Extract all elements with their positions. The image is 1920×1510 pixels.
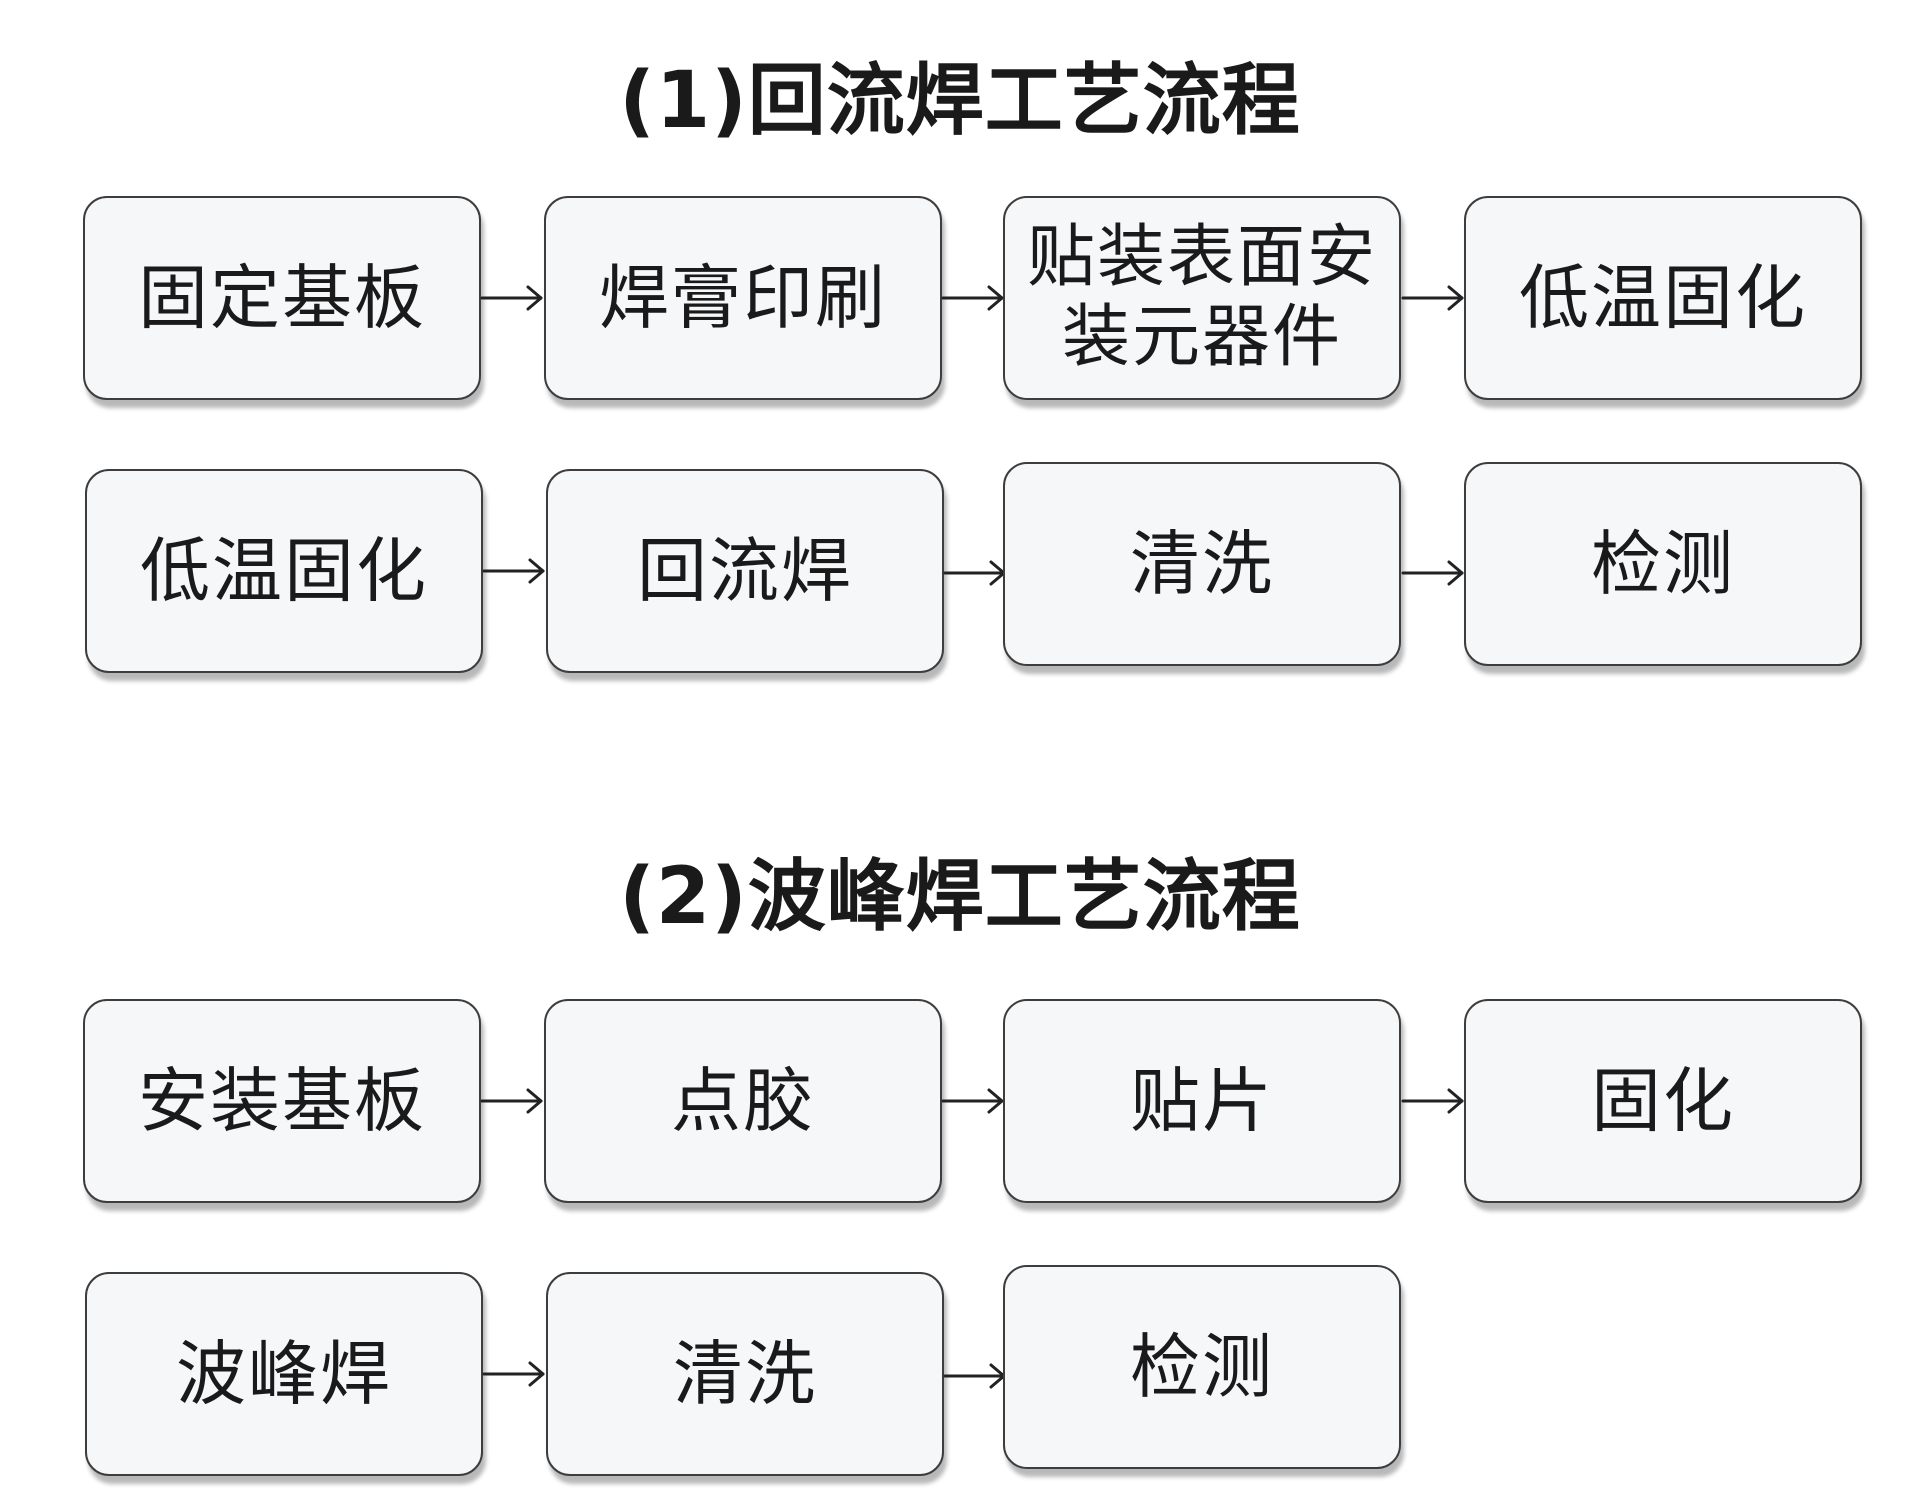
- arrow-right-icon: [1401, 1088, 1464, 1114]
- step-label: 检测: [1591, 522, 1735, 605]
- step-fix-substrate: 固定基板: [83, 196, 481, 400]
- step-label: 固化: [1591, 1059, 1735, 1142]
- step-inspection: 检测: [1464, 462, 1862, 666]
- step-label: 固定基板: [138, 256, 426, 339]
- arrow-right-icon: [941, 285, 1004, 311]
- reflow-process-title: (1)回流焊工艺流程: [619, 56, 1301, 146]
- step-label: 焊膏印刷: [599, 256, 887, 339]
- arrow-right-icon: [1401, 560, 1464, 586]
- step-label: 低温固化: [1519, 256, 1807, 339]
- step-mount-smd-components: 贴装表面安装元器件: [1003, 196, 1401, 400]
- step-label: 安装基板: [138, 1059, 426, 1142]
- wave-solder-process-title: (2)波峰焊工艺流程: [619, 852, 1301, 942]
- step-solder-paste-printing: 焊膏印刷: [544, 196, 942, 400]
- step-label: 贴片: [1130, 1059, 1274, 1142]
- arrow-right-icon: [480, 285, 543, 311]
- arrow-right-icon: [943, 560, 1006, 586]
- arrow-right-icon: [482, 1361, 545, 1387]
- step-cleaning: 清洗: [1003, 462, 1401, 666]
- arrow-right-icon: [943, 1363, 1006, 1389]
- step-low-temp-curing: 低温固化: [1464, 196, 1862, 400]
- arrow-right-icon: [941, 1088, 1004, 1114]
- step-reflow-soldering: 回流焊: [546, 469, 944, 673]
- step-low-temp-curing-2: 低温固化: [85, 469, 483, 673]
- step-cleaning-2: 清洗: [546, 1272, 944, 1476]
- step-wave-soldering: 波峰焊: [85, 1272, 483, 1476]
- step-curing: 固化: [1464, 999, 1862, 1203]
- step-label: 点胶: [671, 1059, 815, 1142]
- step-label: 检测: [1130, 1325, 1274, 1408]
- step-dispensing: 点胶: [544, 999, 942, 1203]
- step-label: 清洗: [673, 1332, 817, 1415]
- step-label: 低温固化: [140, 529, 428, 612]
- step-label: 波峰焊: [176, 1332, 392, 1415]
- arrow-right-icon: [480, 1088, 543, 1114]
- step-inspection-2: 检测: [1003, 1265, 1401, 1469]
- arrow-right-icon: [482, 558, 545, 584]
- arrow-right-icon: [1401, 285, 1464, 311]
- step-label: 清洗: [1130, 522, 1274, 605]
- step-chip-mounting: 贴片: [1003, 999, 1401, 1203]
- step-install-substrate: 安装基板: [83, 999, 481, 1203]
- step-label: 回流焊: [637, 529, 853, 612]
- step-label: 贴装表面安装元器件: [1027, 217, 1378, 377]
